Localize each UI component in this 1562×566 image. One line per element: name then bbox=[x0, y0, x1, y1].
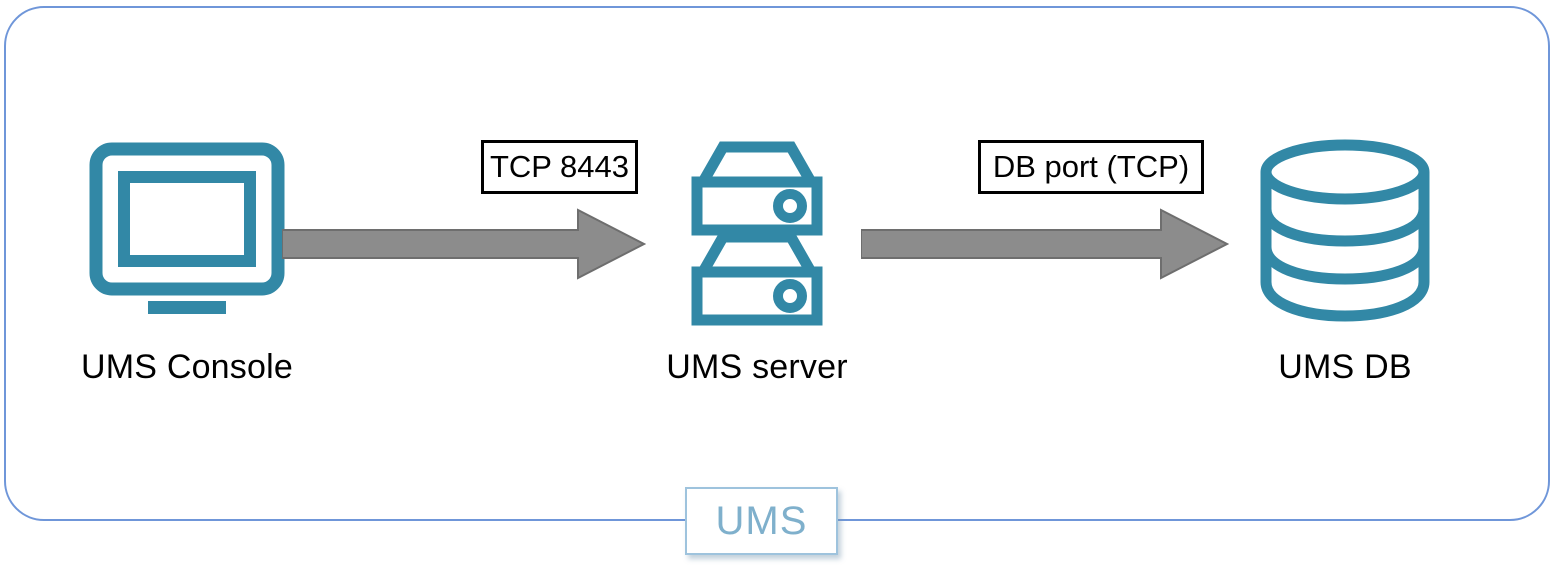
ums-zone-boundary bbox=[4, 6, 1550, 521]
port-label-tcp-8443: TCP 8443 bbox=[481, 140, 638, 194]
server-stack-icon bbox=[607, 130, 907, 330]
node-ums-server[interactable]: UMS server bbox=[607, 130, 907, 387]
node-label-ums-db: UMS DB bbox=[1278, 348, 1412, 386]
ums-zone-badge-label: UMS bbox=[715, 498, 808, 543]
database-cylinder-icon bbox=[1195, 130, 1495, 330]
port-label-text: DB port (TCP) bbox=[992, 149, 1190, 184]
node-ums-console[interactable]: UMS Console bbox=[37, 130, 337, 387]
node-label-ums-console: UMS Console bbox=[81, 348, 293, 386]
ums-zone-badge: UMS bbox=[685, 487, 838, 555]
monitor-icon bbox=[37, 130, 337, 330]
arrow-console-to-server bbox=[281, 208, 647, 280]
port-label-db-port: DB port (TCP) bbox=[978, 140, 1204, 194]
arrow-server-to-db bbox=[860, 208, 1230, 280]
port-label-text: TCP 8443 bbox=[489, 149, 629, 184]
node-ums-db[interactable]: UMS DB bbox=[1195, 130, 1495, 387]
node-label-ums-server: UMS server bbox=[666, 348, 848, 386]
